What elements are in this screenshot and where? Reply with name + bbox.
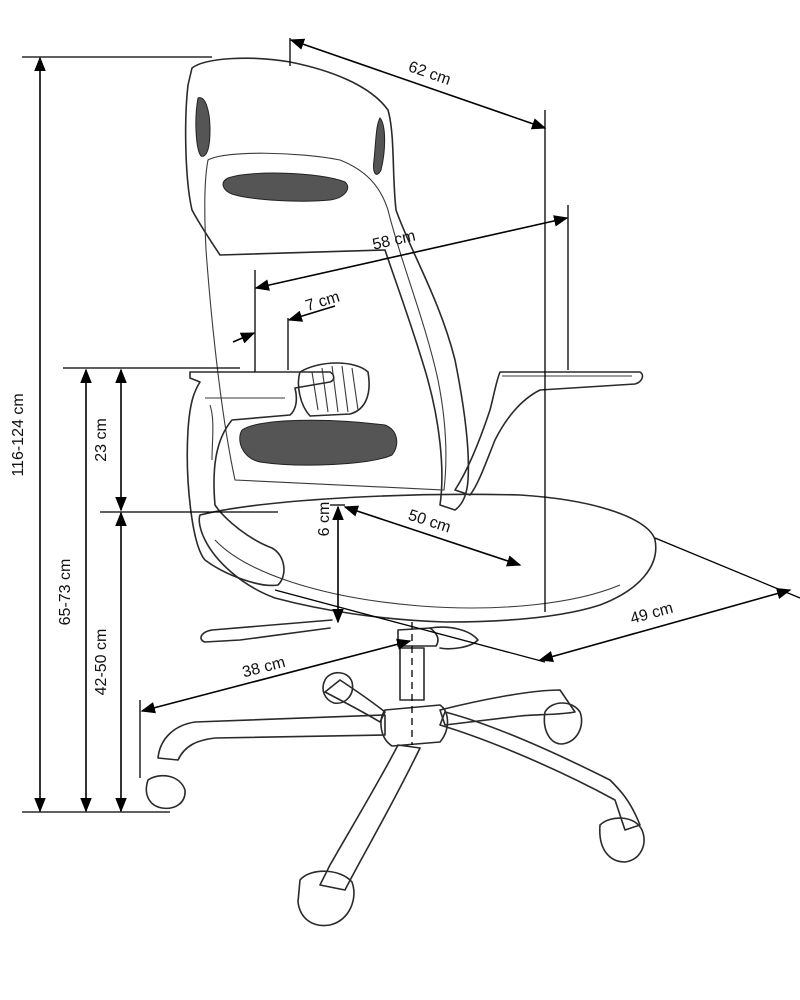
base-leg-left bbox=[157, 714, 386, 761]
base-radius-label: 38 cm bbox=[241, 654, 287, 681]
backrest-width-arrow bbox=[289, 38, 547, 130]
base-radius-arrow bbox=[140, 638, 412, 714]
seat-height-label: 42-50 cm bbox=[93, 629, 110, 696]
base-leg-front bbox=[319, 744, 421, 891]
armrest-width-arrow-left bbox=[232, 332, 256, 344]
caster-left bbox=[145, 774, 186, 810]
seat-depth-arrow bbox=[343, 505, 522, 567]
total-height-label: 116-124 cm bbox=[10, 393, 27, 476]
seat-width-arrow bbox=[538, 587, 792, 663]
star-base bbox=[145, 671, 645, 927]
caster-back-right bbox=[543, 702, 583, 745]
lumbar-pad bbox=[239, 419, 398, 466]
dimension-annotations: 116-124 cm 65-73 cm 42-50 cm 23 cm 6 cm … bbox=[10, 38, 800, 813]
head-pad bbox=[222, 172, 349, 202]
armrest-to-seat-label: 23 cm bbox=[93, 418, 110, 462]
seat-thickness-label: 6 cm bbox=[316, 502, 333, 537]
armrest-width-arrow-right bbox=[287, 305, 336, 322]
armrest-left bbox=[186, 371, 335, 587]
caster-front bbox=[297, 870, 355, 927]
armrest-right bbox=[454, 371, 644, 496]
lumbar-mechanism bbox=[297, 362, 370, 417]
backrest-width-label: 62 cm bbox=[406, 59, 453, 89]
base-leg-right bbox=[439, 711, 641, 831]
base-leg-back-right bbox=[439, 689, 576, 726]
armrest-height-label: 65-73 cm bbox=[57, 559, 74, 626]
arm-span-arrow bbox=[254, 215, 569, 291]
seat-depth-label: 50 cm bbox=[406, 507, 453, 537]
headrest-slot-left bbox=[195, 97, 211, 157]
seat-width-extension-left bbox=[274, 589, 546, 663]
caster-right bbox=[599, 817, 645, 863]
office-chair-drawing bbox=[145, 57, 657, 927]
armrest-left-pad bbox=[205, 397, 285, 461]
seat-width-extension-right bbox=[654, 537, 800, 599]
base-hub bbox=[380, 704, 449, 747]
armrest-width-label: 7 cm bbox=[304, 288, 342, 314]
arm-span-label: 58 cm bbox=[371, 228, 417, 254]
backrest-mesh bbox=[204, 152, 447, 491]
headrest-slot-right bbox=[373, 117, 386, 175]
